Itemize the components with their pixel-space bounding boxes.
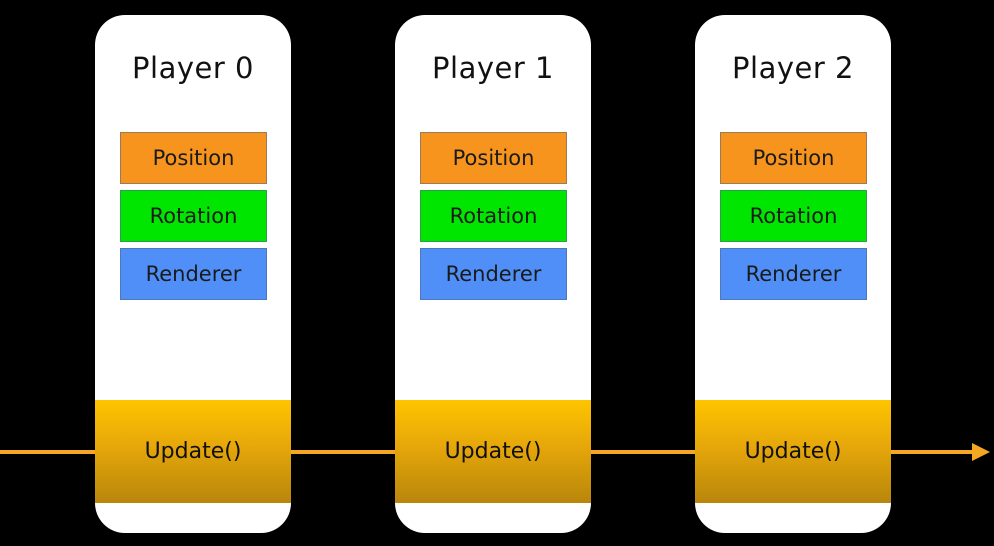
update-method-block: Update(): [395, 400, 591, 503]
update-method-block: Update(): [695, 400, 891, 503]
player-title: Player 1: [432, 51, 554, 85]
player-card-1: Player 1 Position Rotation Renderer Upda…: [395, 15, 591, 533]
component-rotation: Rotation: [420, 190, 567, 242]
component-position: Position: [120, 132, 267, 184]
component-renderer: Renderer: [420, 248, 567, 300]
player-title: Player 0: [132, 51, 254, 85]
player-card-0: Player 0 Position Rotation Renderer Upda…: [95, 15, 291, 533]
component-position: Position: [720, 132, 867, 184]
player-card-2: Player 2 Position Rotation Renderer Upda…: [695, 15, 891, 533]
component-rotation: Rotation: [120, 190, 267, 242]
timeline-arrowhead-icon: [972, 443, 990, 461]
component-renderer: Renderer: [120, 248, 267, 300]
component-renderer: Renderer: [720, 248, 867, 300]
update-method-block: Update(): [95, 400, 291, 503]
component-position: Position: [420, 132, 567, 184]
player-title: Player 2: [732, 51, 854, 85]
component-rotation: Rotation: [720, 190, 867, 242]
